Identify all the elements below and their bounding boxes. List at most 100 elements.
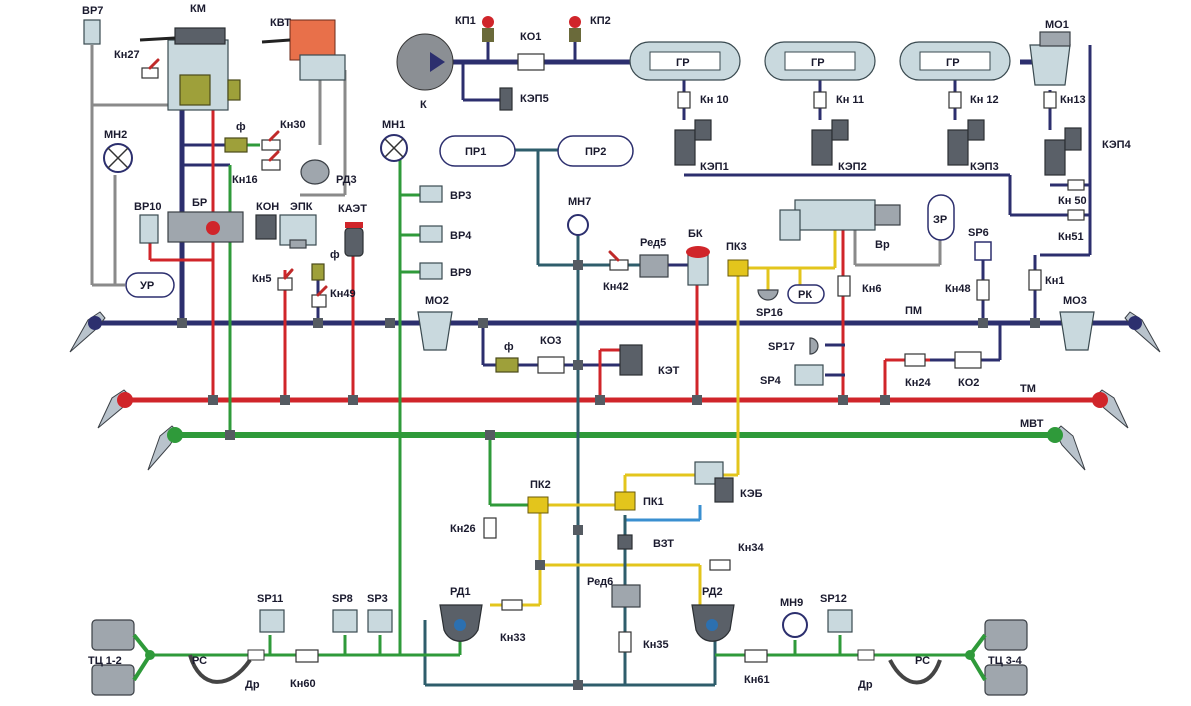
pr2-reservoir: ПР2: [557, 135, 634, 167]
mo3-label: МО3: [1063, 295, 1087, 307]
gr1-label: ГР: [676, 57, 690, 69]
kn42-valve[interactable]: Кн42: [603, 250, 629, 293]
epk-valve: ЭПК: [279, 201, 317, 249]
mn9-label: МН9: [780, 597, 803, 609]
kn6-valve[interactable]: Кн6: [837, 275, 881, 297]
k-label: К: [420, 99, 427, 111]
kn13-valve[interactable]: Кн13: [1043, 91, 1086, 109]
ko1-label: КО1: [520, 31, 541, 43]
gr-reservoir-2: ГР: [764, 41, 876, 81]
kn12-valve[interactable]: Кн 12: [948, 91, 999, 109]
sp3-label: SP3: [367, 593, 388, 605]
pr1-label: ПР1: [465, 146, 486, 158]
vr3-device: ВР3: [419, 185, 471, 203]
mn7-pressure-gauge: МН7: [567, 196, 591, 236]
kn11-label: Кн 11: [836, 94, 864, 106]
kn35-label: Кн35: [643, 639, 669, 651]
kn49-valve[interactable]: Кн49: [311, 285, 356, 308]
sp4-sensor: SP4: [760, 364, 824, 387]
mvt-line: [147, 425, 1086, 471]
pk2-valve: ПК2: [527, 479, 551, 514]
pk1-label: ПК1: [643, 496, 664, 508]
keb-label: КЭБ: [740, 488, 763, 500]
kn10-valve[interactable]: Кн 10: [677, 91, 729, 109]
kn27-valve[interactable]: Кн27: [114, 49, 160, 79]
kn5-label: Кн5: [252, 273, 271, 285]
mvt-line-label: МВТ: [1020, 418, 1044, 430]
mo2-label: МО2: [425, 295, 449, 307]
kn60-valve[interactable]: Кн60: [290, 649, 319, 690]
rs2-label: РС: [915, 655, 930, 667]
mn9-pressure-gauge: МН9: [780, 597, 808, 638]
kn34-valve[interactable]: Кн34: [709, 542, 764, 571]
km-label: КМ: [190, 3, 206, 15]
kn51-label: Кн51: [1058, 231, 1084, 243]
rd2-pressure-regulator: РД2: [691, 586, 735, 642]
kn16-valve[interactable]: Кн16: [232, 150, 281, 186]
kp2-safety-valve: КП2: [569, 15, 611, 42]
pk2-label: ПК2: [530, 479, 551, 491]
kn49-label: Кн49: [330, 288, 356, 300]
ket-label: КЭТ: [658, 365, 680, 377]
kn30-valve[interactable]: Кн30: [261, 119, 306, 151]
ur-equalizing-reservoir: УР: [125, 272, 175, 298]
k-compressor: К: [396, 33, 454, 111]
kn61-valve[interactable]: Кн61: [744, 649, 770, 686]
kn26-valve[interactable]: Кн26: [450, 517, 497, 539]
mn2-label: МН2: [104, 129, 127, 141]
sp8-sensor: SP8: [332, 593, 358, 633]
kn50-valve[interactable]: Кн 50: [1058, 179, 1087, 207]
rd1-pressure-regulator: РД1: [439, 586, 483, 642]
kn13-label: Кн13: [1060, 94, 1086, 106]
vr4-device: ВР4: [419, 225, 472, 243]
kn50-label: Кн 50: [1058, 195, 1087, 207]
vr-label: Вр: [875, 239, 890, 251]
km-driver-controller[interactable]: КМ: [139, 3, 241, 111]
f2-filter: ф: [311, 249, 340, 281]
pm-main-line: [69, 311, 1161, 353]
pr1-reservoir: ПР1: [439, 135, 516, 167]
ket-valve: КЭТ: [619, 344, 680, 377]
tm-brake-line: [97, 389, 1129, 429]
gr-reservoir-3: ГР: [899, 41, 1011, 81]
vr9-label: ВР9: [450, 267, 471, 279]
kep1-label: КЭП1: [700, 161, 729, 173]
sp6-sensor: SP6: [968, 227, 992, 261]
kaet-label: КАЭТ: [338, 203, 367, 215]
vr7-device: ВР7: [82, 5, 103, 45]
kn33-valve[interactable]: Кн33: [500, 599, 526, 644]
zr-reservoir: ЗР: [927, 194, 955, 241]
tc12-label: ТЦ 1-2: [88, 655, 122, 667]
kn6-label: Кн6: [862, 283, 881, 295]
ko2-label: КО2: [958, 377, 979, 389]
ko1-check-valve: КО1: [517, 31, 545, 71]
kn24-valve[interactable]: Кн24: [904, 353, 931, 389]
kn61-label: Кн61: [744, 674, 770, 686]
sp12-sensor: SP12: [820, 593, 853, 633]
kn1-valve[interactable]: Кн1: [1028, 269, 1064, 291]
epk-label: ЭПК: [290, 201, 313, 213]
rd2-label: РД2: [702, 586, 723, 598]
dr2-throttle: Др: [857, 649, 875, 691]
kvt-auxiliary-controller[interactable]: КВТ: [261, 17, 346, 81]
kn5-valve[interactable]: Кн5: [252, 268, 294, 291]
kep5-label: КЭП5: [520, 93, 549, 105]
kn33-label: Кн33: [500, 632, 526, 644]
ko3-check-valve: КО3: [537, 335, 565, 374]
kn26-label: Кн26: [450, 523, 476, 535]
kn35-valve[interactable]: Кн35: [618, 631, 669, 653]
dr1-label: Др: [245, 679, 260, 691]
kn24-label: Кн24: [905, 377, 931, 389]
kn11-valve[interactable]: Кн 11: [813, 91, 864, 109]
f3-label: ф: [504, 341, 514, 353]
mo3-oil-separator: МО3: [1059, 295, 1095, 351]
kep2-valve: КЭП2: [811, 119, 867, 173]
red5-label: Ред5: [640, 237, 666, 249]
kn48-valve[interactable]: Кн48: [945, 279, 990, 301]
sp16-label: SP16: [756, 307, 783, 319]
kon-label: КОН: [256, 201, 279, 213]
vzt-label: ВЗТ: [653, 538, 674, 550]
kn51-valve[interactable]: Кн51: [1058, 209, 1085, 243]
tm-line-label: ТМ: [1020, 383, 1036, 395]
